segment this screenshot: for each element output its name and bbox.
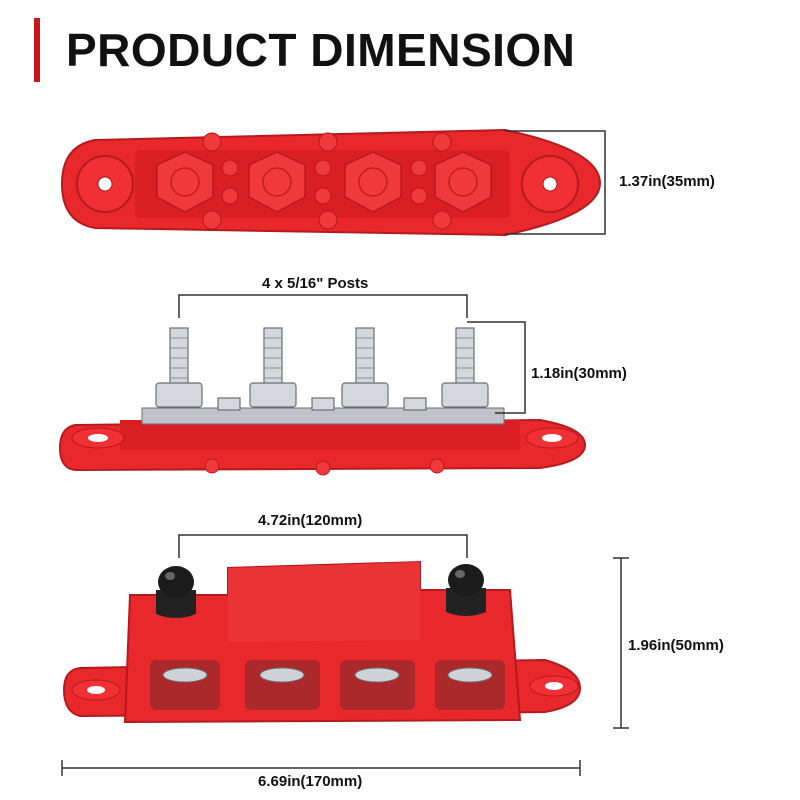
dimension-line-total-height [613,557,629,729]
top-view-height-label: 1.37in(35mm) [619,173,715,190]
posts-label: 4 x 5/16" Posts [262,275,369,292]
covered-bus-bar [62,560,582,724]
post-spacing-label: 4.72in(120mm) [258,512,363,529]
title-accent-bar [34,18,40,82]
black-cap-nuts [156,564,486,618]
total-length-label: 6.69in(170mm) [258,773,363,790]
side-view-studs [155,327,489,411]
top-view-bus-bar [60,128,602,237]
dimension-line-posts [178,294,468,318]
dimension-line-post-height [467,321,526,414]
page-title: PRODUCT DIMENSION [66,24,576,76]
total-height-label: 1.96in(50mm) [628,637,724,654]
side-view-bus-bar [58,327,587,476]
post-height-label: 1.18in(30mm) [531,365,627,382]
dimension-line-post-spacing [178,534,468,558]
dimension-line-total-length [61,760,581,776]
dimension-line-top-view-height [505,130,606,235]
